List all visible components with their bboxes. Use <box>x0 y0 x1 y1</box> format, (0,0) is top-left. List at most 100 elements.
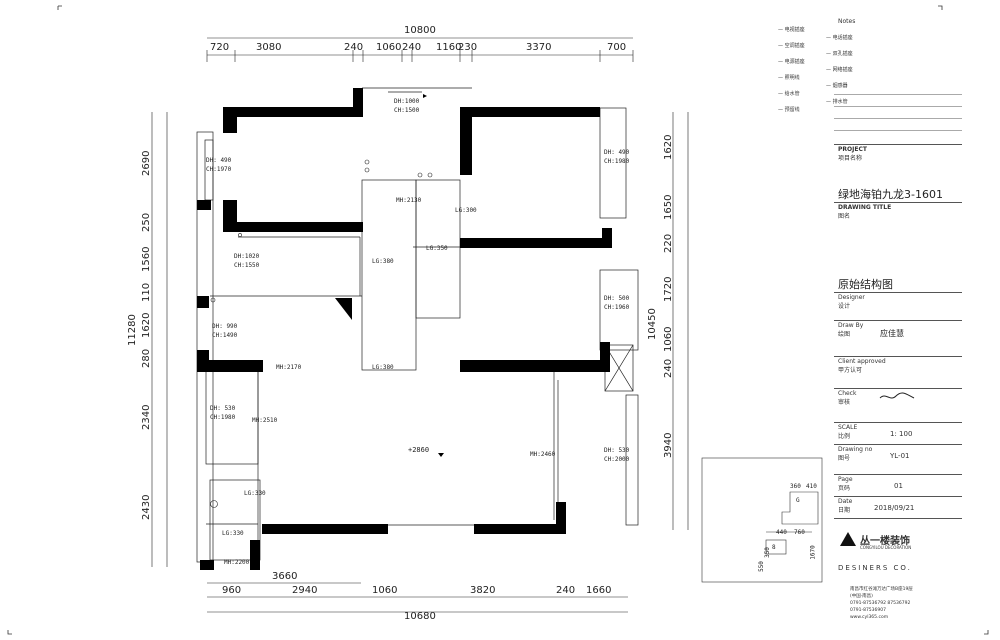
address-line: 南昌市红谷滩万达广场B座19层 <box>850 587 913 592</box>
legend-item: — 预留线 <box>778 107 800 113</box>
dim-right-segment: 240 <box>663 358 674 378</box>
inset-dim: 410 <box>806 483 817 490</box>
dim-right-segment: 3940 <box>663 432 674 458</box>
address-line: www.cyl365.com <box>850 615 889 620</box>
dim-bottom-segment: 240 <box>556 585 576 596</box>
check-label: Check <box>838 390 857 397</box>
height-label: MH:2130 <box>396 197 422 204</box>
dim-left-segment: 1560 <box>141 246 152 272</box>
dim-top-total: 10800 <box>404 25 436 36</box>
dim-left-segment: 2430 <box>141 494 152 520</box>
title-block: Notes — 电视插座— 电话插座— 空调插座— 双孔插座— 电源插座— 网络… <box>778 10 968 630</box>
level-label: +2860 <box>408 446 430 454</box>
notes-label: Notes <box>838 18 856 25</box>
inset-dim: 440 <box>776 529 787 536</box>
dim-bottom-segment: 1060 <box>372 585 398 596</box>
dim-left-segment: 2340 <box>141 404 152 430</box>
dim-left-segment: 110 <box>141 282 152 302</box>
legend-item: — 电话插座 <box>826 35 853 41</box>
date-label: Date <box>838 498 853 505</box>
structural-walls[interactable] <box>197 88 612 570</box>
dim-top-segment: 3370 <box>526 42 552 53</box>
dim-right-total: 10450 <box>647 308 658 340</box>
height-label: LG:350 <box>426 245 448 252</box>
dimension-right <box>672 112 689 530</box>
dim-bottom-segment: 960 <box>222 585 242 596</box>
signature <box>879 392 915 399</box>
drawing-title-label: DRAWING TITLE <box>838 204 892 211</box>
designers-text: DESINERS CO. <box>838 564 912 572</box>
height-label: MH:2460 <box>530 451 556 458</box>
drawing-no-cn: 图号 <box>838 455 851 462</box>
drawn-name: 应佳慧 <box>880 329 904 338</box>
legend-item: — 照明线 <box>778 75 800 81</box>
address-line: 0791-87536792 87536792 <box>850 601 911 606</box>
sheet-corner-marks <box>7 5 989 635</box>
dim-bottom-segment: 3820 <box>470 585 496 596</box>
drawing-title-cn: 图名 <box>838 213 851 220</box>
dim-left-segment: 250 <box>141 212 152 232</box>
legend-item: — 给水管 <box>778 91 800 97</box>
inset-dim: 350 <box>763 547 771 558</box>
dim-bottom-extra: 3660 <box>272 571 298 582</box>
page-label: Page <box>838 476 853 483</box>
dimension-top <box>206 37 634 62</box>
dim-top-segment: 1160 <box>436 42 462 53</box>
dim-top-segment: 700 <box>607 42 627 53</box>
dim-left-segment: 2690 <box>141 150 152 176</box>
dim-top-segment: 240 <box>344 42 364 53</box>
address-line: 0791-87536907 <box>850 608 886 613</box>
dim-top-segment: 230 <box>458 42 478 53</box>
dim-top-segment: 720 <box>210 42 230 53</box>
check-cn: 审核 <box>838 399 851 406</box>
designer-cn: 设计 <box>838 303 851 310</box>
page-number: 01 <box>894 482 903 490</box>
designer-label: Designer <box>838 294 865 301</box>
drawing-no-label: Drawing no <box>838 446 873 453</box>
scale-cn: 比例 <box>838 433 851 440</box>
dim-bottom-total: 10680 <box>404 611 436 622</box>
page-cn: 页码 <box>838 485 851 492</box>
address-line: (中国·南昌) <box>850 594 873 599</box>
dim-right-segment: 1650 <box>663 194 674 220</box>
height-label: MH:2510 <box>252 417 278 424</box>
drawn-label: Draw By <box>838 322 864 329</box>
inset-dim: 760 <box>794 529 805 536</box>
inset-dim: 360 <box>790 483 801 490</box>
dim-left-total: 11280 <box>127 314 138 346</box>
height-label: LG:330 <box>244 490 266 497</box>
dim-right-segment: 1060 <box>663 326 674 352</box>
drawing-no: YL-01 <box>890 452 910 460</box>
dim-bottom-segment: 1660 <box>586 585 612 596</box>
dim-top-segment: 240 <box>402 42 422 53</box>
inset-dim: 550 <box>757 561 765 572</box>
height-label: MH:2170 <box>276 364 302 371</box>
dim-right-segment: 1620 <box>663 134 674 160</box>
legend-item: — 网络插座 <box>826 67 853 73</box>
project-label: PROJECT <box>838 146 867 153</box>
drawing-title: 原始结构图 <box>838 278 893 291</box>
company-name: 丛一楼装饰 <box>860 536 910 547</box>
scale-value: 1: 100 <box>890 430 913 438</box>
dim-right-segment: 1720 <box>663 276 674 302</box>
height-label: LG:300 <box>455 207 477 214</box>
company-sub: CONGYILOU DECORATION <box>860 545 912 550</box>
height-label: LG:380 <box>372 258 394 265</box>
date-cn: 日期 <box>838 507 851 514</box>
height-label: LG:330 <box>222 530 244 537</box>
dim-top-segment: 1060 <box>376 42 402 53</box>
dim-right-segment: 220 <box>663 233 674 253</box>
legend-item: — 双孔插座 <box>826 51 853 57</box>
project-name: 绿地海铂九龙3-1601 <box>838 188 943 201</box>
client-label: Client approved <box>838 358 886 365</box>
legend-item: — 电视插座 <box>778 27 805 33</box>
company-logo <box>840 532 856 546</box>
scale-label: SCALE <box>838 424 858 431</box>
